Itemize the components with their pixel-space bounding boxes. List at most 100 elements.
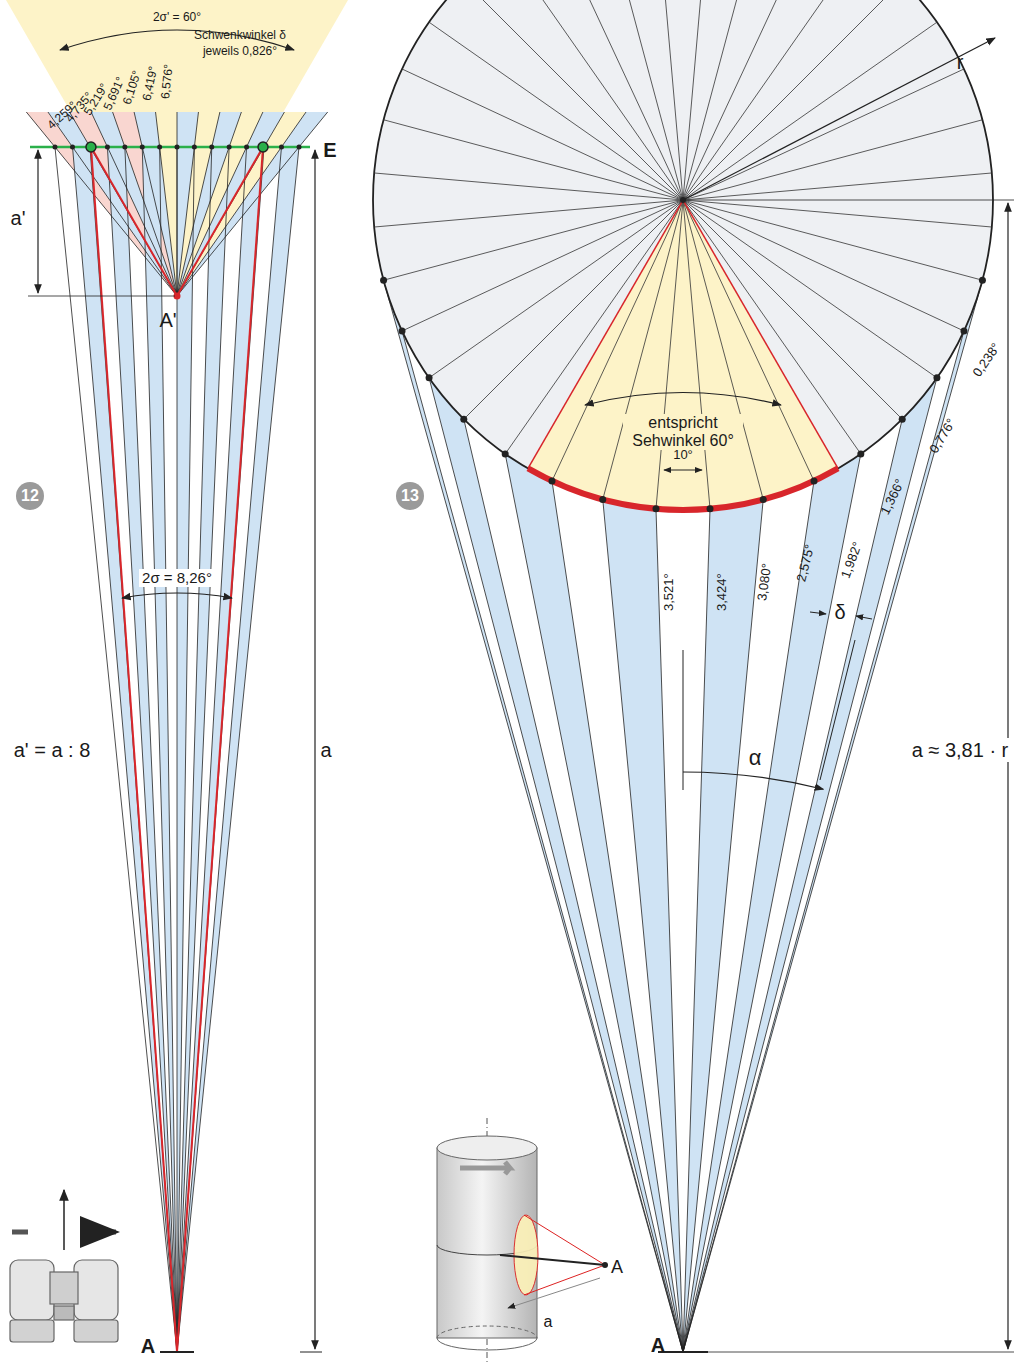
angle-value: 0,776° bbox=[927, 416, 959, 456]
pivot-ray bbox=[177, 112, 178, 296]
field-wedge bbox=[6, 0, 348, 296]
pivot-ray bbox=[177, 112, 220, 296]
dimension-label: A bbox=[651, 1334, 665, 1356]
sight-ray bbox=[683, 481, 814, 1352]
dot bbox=[502, 450, 509, 457]
sight-ray bbox=[177, 147, 281, 1352]
axis-line bbox=[683, 650, 684, 790]
spoke bbox=[683, 200, 982, 280]
pivot-ray bbox=[177, 112, 284, 296]
dot bbox=[899, 416, 906, 423]
dot bbox=[811, 477, 818, 484]
alpha-arc bbox=[683, 772, 823, 789]
spoke bbox=[402, 200, 683, 331]
dimension-label: entspricht Sehwinkel 60° bbox=[623, 414, 743, 449]
pivot-band bbox=[91, 112, 177, 296]
spoke bbox=[683, 200, 763, 499]
dot bbox=[279, 145, 284, 150]
spoke bbox=[429, 200, 683, 378]
dimension-label: δ bbox=[834, 601, 845, 623]
cylinder-field bbox=[373, 0, 995, 1352]
ray-band bbox=[429, 378, 683, 1352]
sight-ray bbox=[683, 509, 710, 1352]
angle-arc bbox=[122, 593, 232, 598]
ray-band bbox=[177, 147, 299, 1352]
dimension-label: A bbox=[611, 1258, 623, 1278]
pivot-ray bbox=[113, 112, 177, 296]
ray-band bbox=[142, 147, 177, 1352]
ray-band bbox=[177, 147, 229, 1352]
sight-ray bbox=[177, 147, 247, 1352]
spoke bbox=[384, 200, 683, 280]
pivot-band bbox=[156, 112, 177, 296]
sight-ray bbox=[683, 499, 763, 1352]
eye-mark bbox=[160, 1351, 194, 1353]
spoke bbox=[384, 120, 683, 200]
pivot-ray bbox=[177, 112, 328, 296]
sight-ray bbox=[90, 147, 177, 1352]
dot bbox=[52, 145, 57, 150]
sight-ray bbox=[429, 378, 683, 1352]
pivot-ray bbox=[134, 112, 177, 296]
spoke bbox=[374, 200, 683, 227]
cylinder-section bbox=[373, 0, 993, 510]
limit-ray bbox=[91, 147, 177, 296]
dimension-label: 2σ = 8,26° bbox=[139, 569, 215, 588]
sight-ray bbox=[177, 147, 299, 1352]
spoke bbox=[464, 200, 683, 419]
dot bbox=[599, 496, 606, 503]
sight-ray bbox=[107, 147, 177, 1352]
dimension-label: A' bbox=[159, 309, 176, 331]
radius-arrow bbox=[683, 38, 995, 200]
dimension-label: α bbox=[749, 746, 762, 770]
note: jeweils 0,826° bbox=[203, 45, 277, 58]
sight-ray bbox=[177, 147, 264, 1352]
dimension-label: a' = a : 8 bbox=[11, 738, 94, 762]
dot bbox=[707, 505, 714, 512]
sight-ray bbox=[603, 499, 683, 1352]
pivot-band bbox=[177, 112, 328, 296]
sight-ray bbox=[552, 481, 683, 1352]
limit-ray bbox=[91, 147, 177, 1352]
spoke bbox=[656, 0, 683, 200]
sight-ray bbox=[177, 147, 229, 1352]
spoke bbox=[603, 200, 683, 499]
spoke bbox=[683, 22, 937, 200]
ray-band bbox=[177, 147, 194, 1352]
mid-ray bbox=[820, 640, 855, 780]
dimension-label: a bbox=[544, 1313, 553, 1331]
spoke bbox=[683, 200, 902, 419]
pivot-ray bbox=[91, 112, 177, 296]
dimension-label: a bbox=[317, 738, 334, 762]
spoke bbox=[603, 0, 683, 200]
dot bbox=[857, 450, 864, 457]
angle-value: 3,080° bbox=[755, 562, 774, 601]
dimension-label: a ≈ 3,81 · r bbox=[909, 738, 1012, 762]
ray-band bbox=[107, 147, 177, 1352]
angle-value: 3,521° bbox=[662, 573, 676, 611]
dot bbox=[426, 374, 433, 381]
dot bbox=[140, 145, 145, 150]
dimension-label: A bbox=[141, 1335, 155, 1357]
pivot-ray bbox=[177, 112, 198, 296]
dimension-label: r bbox=[957, 51, 964, 73]
angle-arrow bbox=[664, 470, 702, 471]
green-dot bbox=[258, 142, 268, 152]
dot bbox=[297, 145, 302, 150]
dimension-label: a' bbox=[11, 207, 26, 229]
ray-band bbox=[177, 147, 264, 1352]
pivot-band bbox=[177, 112, 284, 296]
sight-ray bbox=[160, 147, 177, 1352]
dot bbox=[157, 145, 162, 150]
dot bbox=[122, 145, 127, 150]
pivot-ray bbox=[48, 112, 177, 296]
limit-ray bbox=[177, 147, 263, 296]
pivot-ray bbox=[177, 112, 241, 296]
dot bbox=[760, 496, 767, 503]
spoke bbox=[683, 0, 710, 200]
pivot-ray bbox=[177, 112, 263, 296]
spoke bbox=[683, 0, 763, 200]
sight-ray bbox=[177, 147, 178, 1352]
spoke bbox=[656, 200, 683, 509]
angle-label: 2σ' = 60° bbox=[153, 11, 201, 24]
